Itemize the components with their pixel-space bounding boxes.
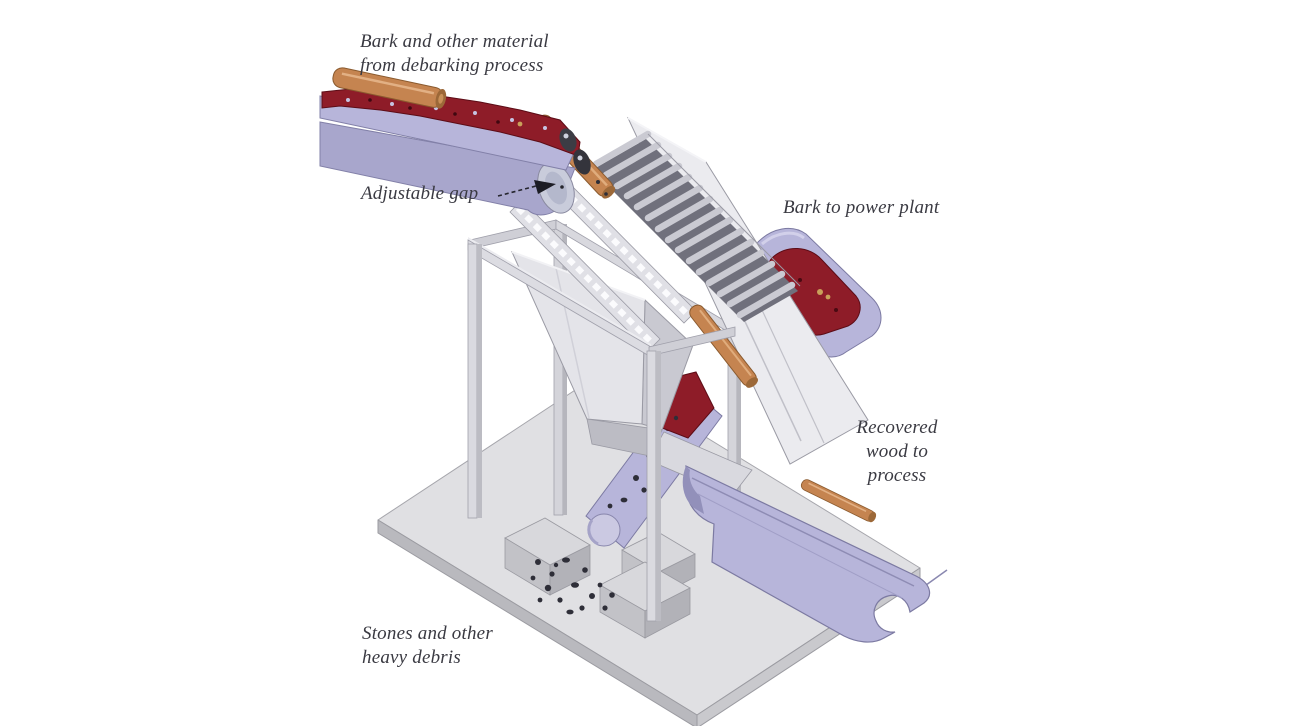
stones-pit <box>504 517 696 639</box>
label-stones-debris: Stones and other heavy debris <box>362 623 493 668</box>
support-frame-front <box>467 237 736 622</box>
infeed-conveyor <box>319 67 591 216</box>
pit-block-left <box>504 517 591 596</box>
log-recovered <box>800 479 877 523</box>
recovered-wood-conveyor <box>682 465 948 643</box>
log-on-chute <box>689 304 758 388</box>
stones-debris <box>530 557 615 615</box>
label-bark-output: Bark to power plant <box>783 197 940 218</box>
falling-debris <box>596 180 608 196</box>
lower-pulley <box>573 149 591 175</box>
gap-arrow-icon <box>497 180 564 197</box>
pit-block-front <box>599 561 691 639</box>
head-pulley <box>559 128 577 152</box>
label-infeed-material: Bark and other material from debarking p… <box>360 31 549 76</box>
log-on-infeed <box>332 67 447 109</box>
rollers <box>592 130 796 319</box>
label-recovered-wood: Recovered wood to process <box>856 417 938 486</box>
label-adjustable-gap: Adjustable gap <box>361 183 479 204</box>
belt-left-fold <box>682 466 704 514</box>
